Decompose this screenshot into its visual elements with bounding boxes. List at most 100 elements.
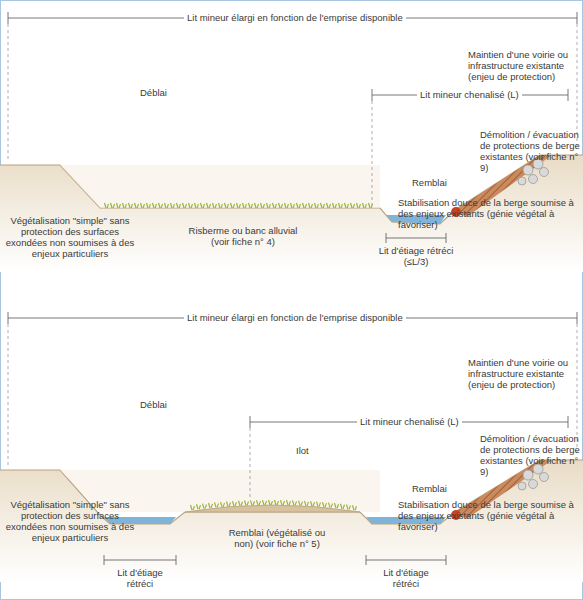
grass-stroke: [311, 204, 313, 208]
dimension-label: Lit mineur élargi en fonction de l'empri…: [184, 13, 406, 24]
ground: [0, 460, 583, 582]
grass-stroke: [349, 505, 351, 509]
grass-stroke: [183, 203, 185, 208]
callout-text: Stabilisation douce de la berge soumise …: [398, 500, 580, 533]
grass-stroke: [241, 502, 243, 506]
grass-stroke: [281, 500, 283, 505]
grass-stroke: [217, 503, 219, 507]
grass-stroke: [371, 204, 373, 208]
grass-stroke: [347, 204, 349, 208]
grass-stroke: [209, 503, 211, 508]
grass-stroke: [255, 203, 257, 208]
vegetation: [105, 203, 373, 208]
grass-stroke: [319, 503, 321, 507]
grass-stroke: [311, 501, 313, 506]
grass-stroke: [327, 203, 329, 208]
zone-label: Déblai: [140, 88, 200, 99]
grass-stroke: [213, 203, 215, 208]
grass-stroke: [179, 204, 181, 208]
grass-stroke: [117, 203, 119, 208]
grass-stroke: [193, 506, 195, 510]
grass-stroke: [231, 203, 233, 208]
grass-stroke: [363, 203, 365, 208]
grass-stroke: [129, 203, 131, 208]
grass-stroke: [215, 502, 217, 507]
grass-stroke: [251, 500, 253, 505]
grass-stroke: [359, 204, 361, 208]
grass-stroke: [111, 203, 113, 208]
grass-stroke: [275, 500, 277, 505]
cut-zone: [60, 165, 380, 208]
grass-stroke: [329, 503, 331, 508]
grass-stroke: [203, 504, 205, 509]
grass-stroke: [197, 204, 199, 208]
grass-stroke: [369, 203, 371, 208]
grass-stroke: [257, 500, 259, 505]
grass-stroke: [159, 203, 161, 208]
callout-text: Maintien d'une voirie ou infrastructure …: [468, 50, 580, 83]
grass-stroke: [209, 204, 211, 208]
grass-stroke: [237, 203, 239, 208]
grass-stroke: [229, 503, 231, 507]
grass-stroke: [293, 500, 295, 505]
zone-label: Remblai: [412, 178, 462, 189]
grass-stroke: [299, 204, 301, 208]
grass-stroke: [269, 500, 271, 505]
grass-stroke: [191, 505, 193, 510]
grass-stroke: [223, 503, 225, 507]
section-top: [0, 12, 583, 272]
grass-stroke: [317, 502, 319, 507]
grass-stroke: [351, 203, 353, 208]
grass-stroke: [355, 506, 357, 510]
stones: [518, 159, 549, 185]
grass-stroke: [293, 204, 295, 208]
grass-stroke: [325, 503, 327, 507]
callout-text: Démolition / évacuation de protections d…: [480, 434, 580, 478]
ground: [0, 155, 583, 272]
grass-stroke: [249, 203, 251, 208]
grass-stroke: [313, 502, 315, 506]
grass-stroke: [285, 203, 287, 208]
grass-stroke: [221, 204, 223, 208]
callout-text: Risberme ou banc alluvial (voir fiche n°…: [188, 226, 298, 248]
grass-stroke: [299, 501, 301, 506]
dimension-label: Lit mineur chenalisé (L): [417, 90, 522, 101]
grass-stroke: [335, 204, 337, 208]
vegetation: [191, 500, 357, 510]
grass-stroke: [307, 502, 309, 506]
zone-label: Remblai: [412, 484, 462, 495]
grass-stroke: [345, 203, 347, 208]
grass-stroke: [259, 501, 261, 505]
grass-stroke: [189, 203, 191, 208]
grass-stroke: [225, 203, 227, 208]
callout-text: Végétalisation "simple" sans protection …: [4, 500, 136, 544]
grass-stroke: [341, 504, 343, 509]
grass-stroke: [235, 502, 237, 506]
callout-text: Remblai (végétalisé ou non) (voir fiche …: [222, 528, 332, 550]
grass-stroke: [263, 500, 265, 505]
grass-stroke: [277, 501, 279, 505]
grass-stroke: [219, 203, 221, 208]
grass-stroke: [287, 204, 289, 208]
grass-stroke: [233, 204, 235, 208]
grass-stroke: [271, 501, 273, 505]
grass-stroke: [287, 500, 289, 505]
grass-stroke: [185, 204, 187, 208]
grass-stroke: [335, 503, 337, 508]
grass-stroke: [261, 203, 263, 208]
grass-stroke: [199, 505, 201, 509]
grass-stroke: [221, 502, 223, 507]
callout-text: Végétalisation "simple" sans protection …: [4, 216, 136, 260]
grass-stroke: [295, 501, 297, 505]
grass-stroke: [197, 504, 199, 509]
grass-stroke: [113, 204, 115, 208]
grass-stroke: [149, 204, 151, 208]
grass-stroke: [177, 203, 179, 208]
grass-stroke: [165, 203, 167, 208]
section-bottom: [0, 312, 583, 582]
dimension-label: Lit mineur élargi en fonction de l'empri…: [184, 313, 406, 324]
grass-stroke: [275, 204, 277, 208]
grass-stroke: [167, 204, 169, 208]
grass-stroke: [143, 204, 145, 208]
